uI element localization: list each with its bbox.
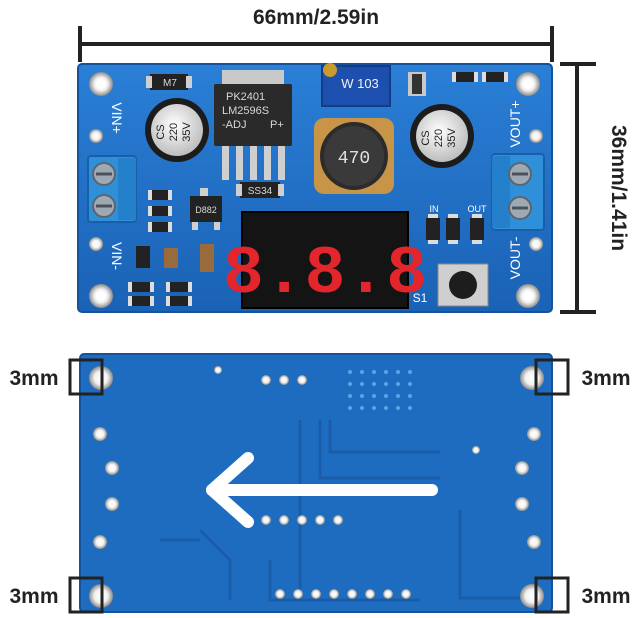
- smd-components: [128, 72, 508, 306]
- hole-callout-top-right: 3mm: [534, 358, 631, 396]
- input-capacitor: CS 220 35V: [145, 98, 209, 162]
- solder-pads: [93, 366, 541, 599]
- svg-text:470: 470: [338, 149, 370, 169]
- svg-text:3mm: 3mm: [581, 585, 630, 608]
- svg-text:CS: CS: [155, 124, 167, 139]
- seven-segment-display: 8.8.8: [223, 211, 427, 313]
- in-led-label: IN: [430, 204, 439, 214]
- svg-text:35V: 35V: [446, 128, 458, 148]
- svg-text:220: 220: [168, 123, 180, 141]
- diode-m7: M7: [146, 74, 192, 90]
- input-terminal: [87, 155, 137, 223]
- regulator-ic: PK2401 LM2596S -ADJ P+: [214, 70, 292, 180]
- out-led-label: OUT: [468, 204, 488, 214]
- vout-minus-label: VOUT-: [507, 236, 523, 279]
- height-label: 36mm/1.41in: [607, 125, 630, 251]
- width-dimension: 66mm/2.59in: [78, 6, 554, 62]
- via-grid: [348, 370, 412, 410]
- svg-text:CS: CS: [420, 130, 432, 145]
- vin-minus-label: VIN-: [109, 242, 125, 270]
- hole-callout-bottom-left: 3mm: [9, 576, 104, 614]
- transistor: D882: [190, 188, 222, 230]
- svg-text:-ADJ: -ADJ: [222, 119, 246, 131]
- svg-text:P+: P+: [270, 119, 284, 131]
- width-label: 66mm/2.59in: [253, 6, 379, 29]
- svg-text:3mm: 3mm: [9, 367, 58, 390]
- schottky-diode: SS34: [236, 182, 284, 198]
- svg-text:LM2596S: LM2596S: [222, 105, 269, 117]
- svg-text:PK2401: PK2401: [226, 91, 265, 103]
- vin-plus-label: VIN+: [109, 102, 125, 134]
- height-dimension: 36mm/1.41in: [560, 62, 630, 314]
- switch-label: S1: [413, 291, 428, 305]
- hole-callout-bottom-right: 3mm: [534, 576, 631, 614]
- mount-hole: [520, 584, 544, 608]
- svg-text:M7: M7: [163, 78, 177, 89]
- mount-hole: [520, 366, 544, 390]
- board-front: VIN+ VIN- VOUT+ VOUT- CS 220 35V M7: [77, 63, 553, 313]
- hole-callout-top-left: 3mm: [9, 358, 104, 396]
- board-back: [79, 353, 553, 613]
- push-button-switch: [437, 263, 489, 307]
- potentiometer: W 103: [321, 63, 391, 107]
- output-terminal: [491, 153, 545, 231]
- svg-text:35V: 35V: [181, 122, 193, 142]
- svg-text:W 103: W 103: [341, 76, 379, 91]
- svg-text:D882: D882: [195, 205, 217, 215]
- svg-text:SS34: SS34: [248, 186, 273, 197]
- inductor: 470: [314, 118, 394, 194]
- left-arrow-icon: [206, 452, 438, 528]
- vout-plus-label: VOUT+: [507, 100, 523, 147]
- display-digits: 8.8.8: [223, 236, 427, 313]
- svg-text:220: 220: [433, 129, 445, 147]
- svg-text:3mm: 3mm: [581, 367, 630, 390]
- output-capacitor: CS 220 35V: [410, 104, 474, 168]
- svg-text:3mm: 3mm: [9, 585, 58, 608]
